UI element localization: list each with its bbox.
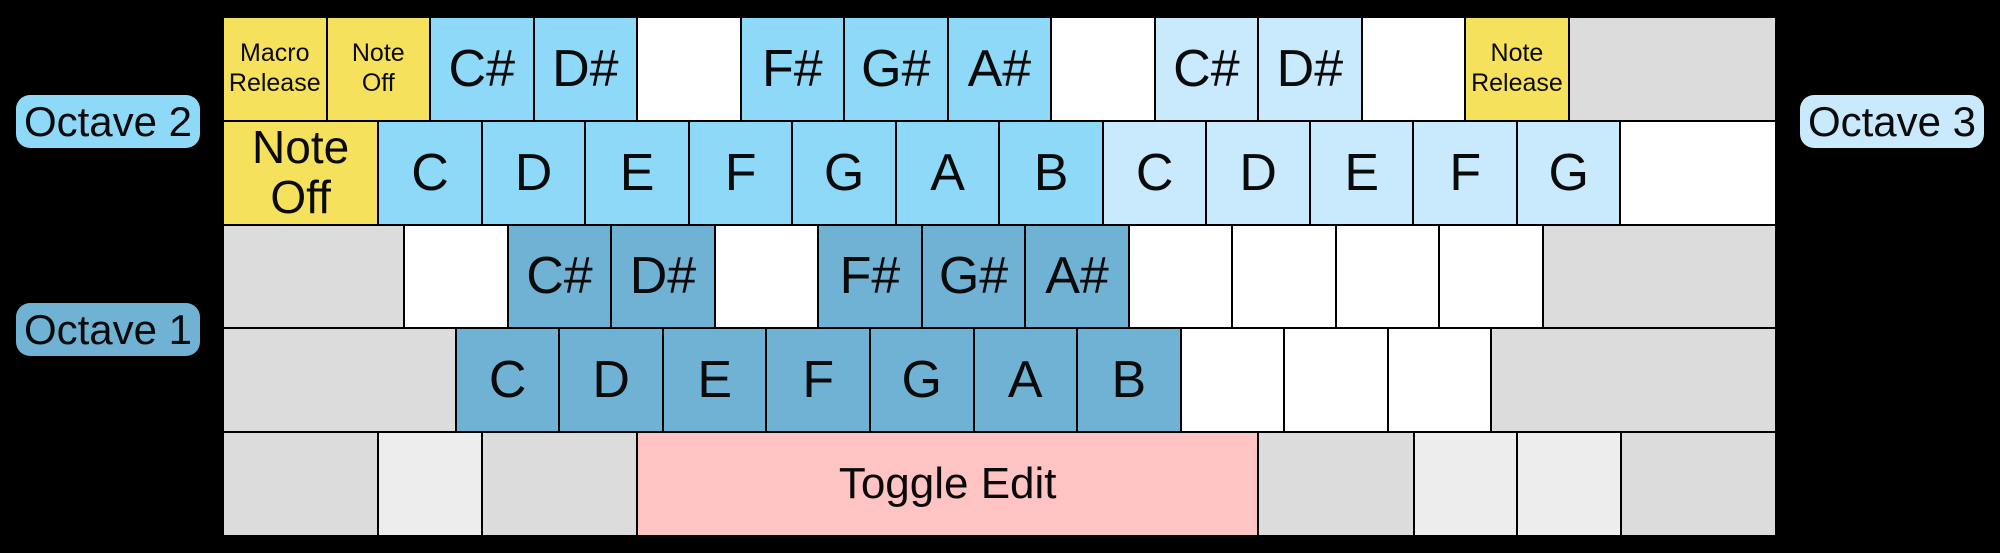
key-blank [1387, 328, 1492, 433]
key-f-sharp: F# [818, 224, 922, 329]
key-blank-modifier [1568, 17, 1776, 121]
key-toggle-edit: Toggle Edit [637, 432, 1259, 536]
octave-2-label: Octave 2 [16, 95, 200, 148]
octave-1-label: Octave 1 [16, 303, 200, 356]
key-g-sharp: G# [844, 17, 948, 121]
key-blank [714, 224, 819, 329]
key-g: G [792, 120, 896, 225]
key-d: D [1206, 120, 1310, 225]
key-blank-modifier [1542, 224, 1776, 329]
key-c-sharp: C# [507, 224, 612, 329]
key-blank-modifier [378, 432, 482, 536]
key-blank-modifier [1620, 432, 1776, 536]
key-e: E [662, 328, 767, 433]
key-f: F [766, 328, 870, 433]
key-b: B [999, 120, 1103, 225]
keyboard-row-3: C#D# F#G#A# [223, 224, 1776, 329]
key-blank [1361, 17, 1466, 121]
key-blank [1439, 224, 1543, 329]
key-blank [1232, 224, 1336, 329]
key-blank-modifier [223, 224, 405, 329]
key-c: C [455, 328, 560, 433]
key-macro-release: Macro Release [223, 17, 327, 121]
key-d-sharp: D# [611, 224, 715, 329]
key-note-release: Note Release [1465, 17, 1569, 121]
key-e: E [585, 120, 689, 225]
key-a: A [895, 120, 1000, 225]
key-c-sharp: C# [1154, 17, 1259, 121]
key-c: C [1102, 120, 1207, 225]
key-blank [1128, 224, 1233, 329]
key-blank [1180, 328, 1285, 433]
keyboard-row-5: Toggle Edit [223, 432, 1776, 536]
key-d-sharp: D# [1258, 17, 1362, 121]
key-d: D [481, 120, 586, 225]
key-g-sharp: G# [921, 224, 1026, 329]
key-note-off: Note Off [223, 120, 379, 225]
key-blank-modifier [1517, 432, 1621, 536]
key-b: B [1077, 328, 1181, 433]
key-c-sharp: C# [430, 17, 534, 121]
key-blank [1051, 17, 1155, 121]
key-blank [637, 17, 741, 121]
key-blank-modifier [1258, 432, 1414, 536]
key-blank-modifier [481, 432, 638, 536]
key-g: G [1516, 120, 1621, 225]
key-g: G [870, 328, 974, 433]
key-blank-modifier [223, 328, 456, 433]
key-note-off: Note Off [326, 17, 431, 121]
key-f: F [1413, 120, 1517, 225]
key-d-sharp: D# [533, 17, 638, 121]
key-a-sharp: A# [947, 17, 1052, 121]
key-blank-modifier [223, 432, 379, 536]
key-blank-modifier [1491, 328, 1776, 433]
key-blank [1284, 328, 1388, 433]
key-blank [404, 224, 508, 329]
key-f-sharp: F# [740, 17, 845, 121]
key-d: D [559, 328, 663, 433]
octave-3-label: Octave 3 [1800, 95, 1984, 148]
key-blank [1335, 224, 1440, 329]
key-a: A [973, 328, 1078, 433]
key-f: F [688, 120, 793, 225]
key-blank-modifier [1413, 432, 1518, 536]
key-c: C [378, 120, 482, 225]
key-a-sharp: A# [1025, 224, 1129, 329]
key-e: E [1309, 120, 1414, 225]
key-blank [1620, 120, 1776, 225]
